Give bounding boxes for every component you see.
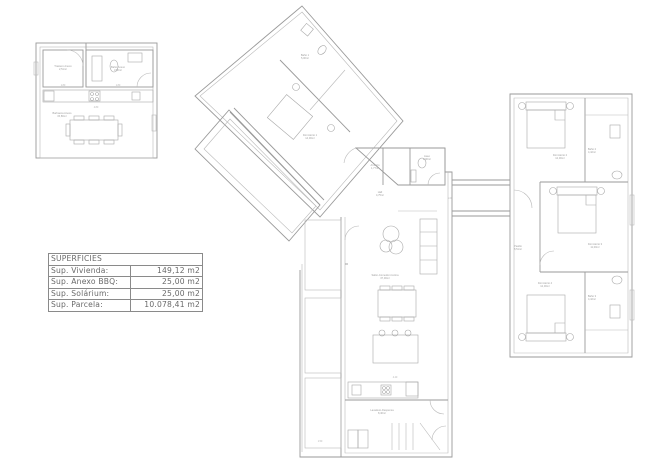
row-label: Sup. Vivienda: [48, 264, 131, 277]
table-row: Sup. Solárium: 25,00 m2 [48, 287, 203, 300]
dimension: 4.40 [393, 377, 398, 379]
dimension: 1.00 [448, 198, 453, 200]
row-label: Sup. Solárium: [48, 287, 131, 300]
dimension: 1.50 [318, 441, 323, 443]
room-label: Aseo [424, 154, 430, 158]
room-label: Barbacoa Anexo [52, 111, 72, 115]
master-bedroom-wing: Baño 1 5,00m² Dormitorio 1 14,00m² [194, 5, 404, 242]
room-label: Dormitorio 1 [303, 133, 318, 137]
central-living-wing: Armario 1,77m² Aseo 2,00m² Hall 4,75m² S… [340, 147, 453, 458]
room-label: Dormitorio 3 [588, 242, 603, 246]
room-area: 2,51m² [59, 67, 67, 71]
corridor-link: 1.00 [448, 179, 510, 217]
row-label: Sup. Anexo BBQ: [48, 276, 131, 289]
room-label: Baño 3 [588, 294, 597, 298]
room-area: 3,50m² [114, 68, 122, 72]
row-label: Sup. Parcela: [48, 299, 131, 312]
surfaces-table-title: SUPERFICIES [48, 253, 203, 266]
room-area: 37,00m² [380, 276, 390, 280]
room-label: Armario [370, 163, 380, 167]
table-row: Sup. Vivienda: 149,12 m2 [48, 264, 203, 277]
room-area: 1,77m² [371, 166, 379, 170]
bedroom-wing-right: Pasillo 8,51m² Dormitorio 2 12,00m² Baño… [509, 93, 635, 358]
solarium-strip: 1.50 [299, 219, 342, 458]
room-area: 4,42m² [588, 297, 596, 301]
table-row: Sup. Parcela: 10.078,41 m2 [48, 299, 203, 312]
room-label: Dormitorio 2 [553, 153, 568, 157]
surfaces-table: SUPERFICIES Sup. Vivienda: 149,12 m2 Sup… [48, 253, 203, 312]
room-label: Baño 2 [588, 147, 597, 151]
table-row: Sup. Anexo BBQ: 25,00 m2 [48, 276, 203, 289]
room-area: 14,00m² [305, 136, 315, 140]
dimension: 1.80 [61, 85, 66, 87]
room-area: 8,51m² [514, 247, 522, 251]
row-value: 10.078,41 m2 [130, 299, 203, 312]
dimension: 4.80 [94, 107, 99, 109]
room-area: 15,80m² [57, 114, 67, 118]
room-label: Baño 1 [301, 53, 310, 57]
room-area: 11,00m² [590, 245, 599, 249]
room-label: Hall [378, 190, 383, 194]
room-area: 5,00m² [301, 56, 309, 60]
room-area: 12,00m² [555, 156, 565, 160]
row-value: 149,12 m2 [130, 264, 203, 277]
annex-bbq-plan: Trastero Anexo 2,51m² Baño Anexo 3,50m² … [33, 42, 158, 159]
surfaces-table-title-row: SUPERFICIES [48, 253, 203, 266]
room-label: Trastero Anexo [54, 64, 72, 68]
room-label: Dormitorio 4 [538, 281, 553, 285]
room-area: 4,75m² [376, 193, 384, 197]
room-area: 2,00m² [423, 157, 431, 161]
room-label: Lavadero-Despensa [370, 408, 394, 412]
row-value: 25,00 m2 [130, 287, 203, 300]
room-area: 4,42m² [588, 150, 596, 154]
room-area: 12,00m² [540, 284, 550, 288]
dimension: 1.80 [116, 85, 121, 87]
room-label: Pasillo [514, 244, 522, 248]
row-value: 25,00 m2 [130, 276, 203, 289]
room-area: 8,40m² [378, 411, 386, 415]
room-label: Salón-Comedor-Cocina [371, 273, 399, 277]
room-label: Baño Anexo [111, 65, 126, 69]
